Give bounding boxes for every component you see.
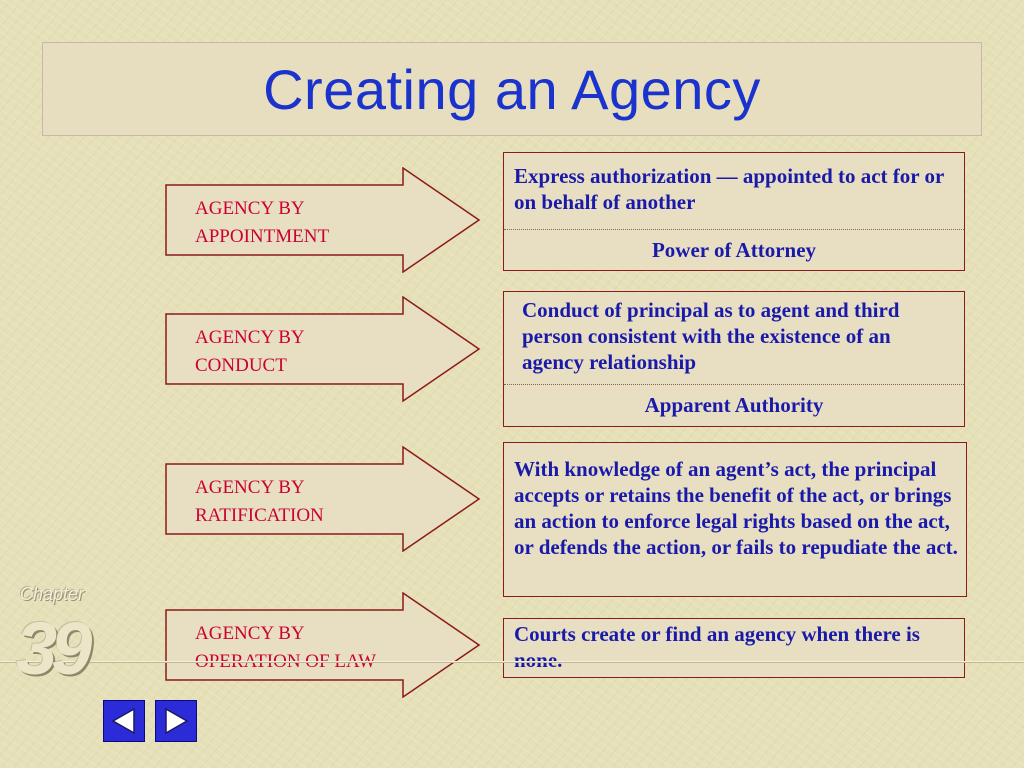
next-slide-button[interactable] [155, 700, 197, 742]
arrow-ratification: AGENCY BY RATIFICATION [165, 446, 481, 552]
chapter-divider-line [0, 661, 1024, 663]
divider [504, 384, 964, 385]
divider [504, 229, 964, 230]
slide-title: Creating an Agency [263, 57, 761, 121]
arrow-shape [165, 592, 481, 698]
description-box-ratification: With knowledge of an agent’s act, the pr… [503, 442, 967, 597]
chapter-number: 39 [16, 607, 92, 690]
description-text: With knowledge of an agent’s act, the pr… [514, 457, 958, 559]
subtitle-text: Apparent Authority [644, 393, 824, 417]
arrow-operation-of-law: AGENCY BY OPERATION OF LAW [165, 592, 481, 698]
triangle-left-icon [111, 707, 135, 735]
arrow-conduct: AGENCY BY CONDUCT [165, 296, 481, 402]
description-text: Express authorization — appointed to act… [514, 164, 944, 214]
description-text: Conduct of principal as to agent and thi… [522, 298, 900, 374]
title-box: Creating an Agency [42, 42, 982, 136]
arrow-shape [165, 296, 481, 402]
previous-slide-button[interactable] [103, 700, 145, 742]
arrow-shape [165, 167, 481, 273]
description-box-conduct: Conduct of principal as to agent and thi… [503, 291, 965, 427]
description-box-appointment: Express authorization — appointed to act… [503, 152, 965, 271]
chapter-label: Chapter [20, 584, 85, 604]
arrow-label: AGENCY BY OPERATION OF LAW [195, 623, 377, 672]
subtitle-text: Power of Attorney [651, 238, 817, 262]
arrow-label: AGENCY BY CONDUCT [195, 327, 305, 376]
description-box-operation-of-law: Courts create or find an agency when the… [503, 618, 965, 678]
arrow-label: AGENCY BY RATIFICATION [195, 477, 324, 526]
arrow-label: AGENCY BY APPOINTMENT [195, 198, 330, 247]
arrow-shape [165, 446, 481, 552]
description-text: Courts create or find an agency when the… [514, 622, 920, 672]
triangle-right-icon [165, 707, 189, 735]
arrow-appointment: AGENCY BY APPOINTMENT [165, 167, 481, 273]
